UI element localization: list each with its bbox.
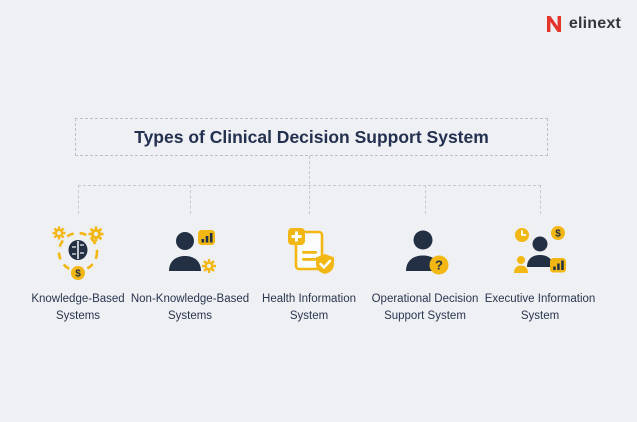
connector-stub-2 bbox=[190, 185, 191, 214]
svg-text:$: $ bbox=[555, 229, 561, 240]
dollar-coin-glyph: $ bbox=[71, 266, 85, 280]
elinext-logo: elinext bbox=[544, 14, 621, 34]
dollar-coin-glyph: $ bbox=[551, 226, 565, 240]
brain-glyph bbox=[68, 240, 88, 260]
diagram-title: Types of Clinical Decision Support Syste… bbox=[134, 126, 489, 147]
connector-stub-5 bbox=[540, 185, 541, 214]
elinext-logo-text: elinext bbox=[568, 15, 621, 32]
node-label: Non-Knowledge-Based Systems bbox=[130, 293, 250, 323]
shield-check-glyph bbox=[316, 254, 334, 274]
node-non-knowledge-based-systems: Non-Knowledge-Based Systems bbox=[124, 221, 256, 326]
connector-stub-1 bbox=[78, 185, 79, 214]
person-analytics-icon bbox=[169, 230, 216, 273]
node-label: Executive Information System bbox=[484, 293, 596, 323]
elinext-logo-icon bbox=[546, 16, 561, 32]
node-operational-decision-support-system: ? Operational Decision Support System bbox=[359, 221, 491, 326]
bar-chart-bubble-glyph bbox=[550, 258, 566, 273]
node-label: Operational Decision Support System bbox=[371, 293, 479, 323]
connector-stub-4 bbox=[425, 185, 426, 214]
person-glyph bbox=[169, 232, 201, 271]
person-question-icon: ? bbox=[406, 230, 449, 275]
connector-stub-center bbox=[309, 156, 310, 214]
node-knowledge-based-systems: $ Knowledge-Based Systems bbox=[12, 221, 144, 326]
medical-cross-glyph bbox=[288, 228, 305, 245]
person-glyph bbox=[527, 236, 553, 267]
node-label: Knowledge-Based Systems bbox=[31, 293, 125, 323]
node-executive-information-system: $ Executive Information System bbox=[474, 221, 606, 326]
medical-document-icon bbox=[288, 228, 334, 274]
question-badge-glyph: ? bbox=[429, 255, 449, 275]
person-dashboard-icon: $ bbox=[514, 226, 566, 273]
svg-text:?: ? bbox=[435, 258, 443, 273]
diagram-title-box: Types of Clinical Decision Support Syste… bbox=[75, 118, 548, 156]
node-health-information-system: Health Information System bbox=[243, 221, 375, 326]
person-small-glyph bbox=[514, 256, 528, 273]
node-label: Health Information System bbox=[262, 293, 356, 323]
gear-glyph bbox=[202, 259, 216, 273]
brain-gears-icon: $ bbox=[52, 226, 104, 280]
bar-chart-bubble-glyph bbox=[198, 230, 215, 245]
clock-glyph bbox=[515, 228, 529, 242]
gear-glyph bbox=[88, 226, 104, 242]
svg-text:$: $ bbox=[75, 269, 81, 280]
gear-small-glyph bbox=[52, 226, 66, 240]
